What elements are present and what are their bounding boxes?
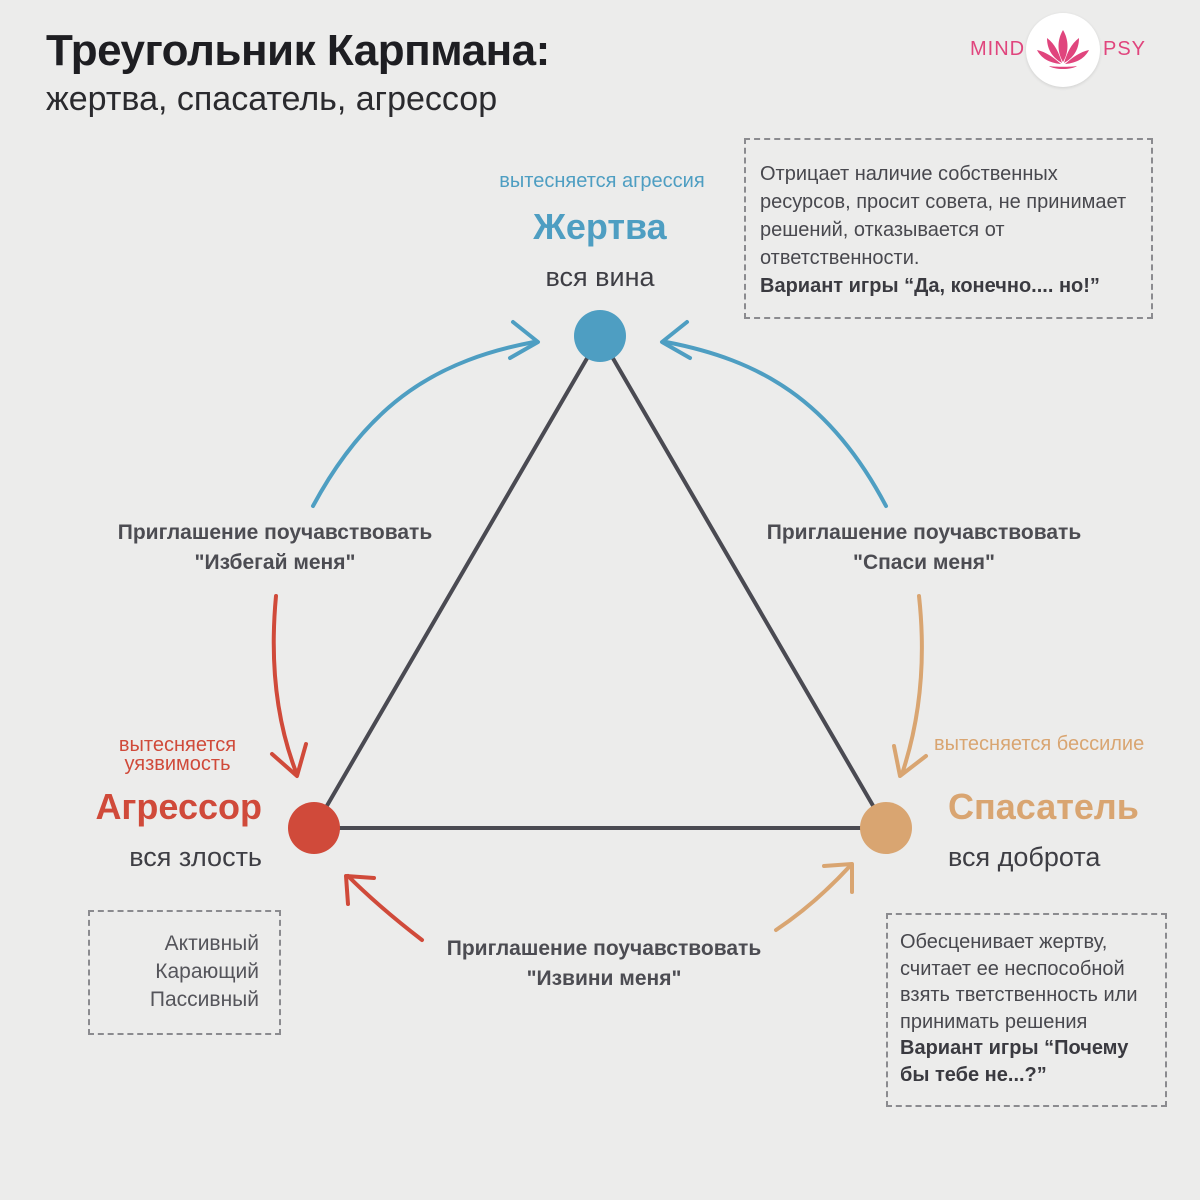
aggressor-suppressed-label: вытесняется уязвимость — [110, 734, 245, 775]
invitation-left-line1: Приглашение поучавствовать — [117, 521, 433, 544]
victim-suppressed-label: вытесняется агрессия — [499, 170, 705, 192]
aggressor-type-item: Карающий — [155, 960, 259, 983]
rescuer-suppressed-label: вытесняется бессилие — [934, 733, 1145, 755]
aggressor-type-item: Активный — [164, 932, 259, 955]
page-subtitle: жертва, спасатель, агрессор — [46, 80, 498, 118]
invitation-right-line1: Приглашение поучавствовать — [766, 521, 1082, 544]
arrow-to-aggressor-bottom — [346, 874, 424, 942]
victim-node — [574, 310, 626, 362]
victim-description-box: Отрицает наличие собственных ресурсов, п… — [744, 138, 1153, 319]
lotus-icon — [1037, 30, 1089, 69]
aggressor-suppressed-line2: уязвимость — [124, 753, 231, 775]
aggressor-suppressed-line1: вытесняется — [118, 734, 237, 756]
invitation-bottom: Приглашение поучавствовать "Извини меня" — [424, 934, 784, 994]
page-title: Треугольник Карпмана: — [46, 26, 550, 75]
invitation-left-line2: "Избегай меня" — [194, 551, 356, 574]
karpman-triangle — [312, 334, 888, 830]
arrowhead-to-rescuer-bottom — [822, 862, 854, 894]
arrow-to-rescuer-bottom — [774, 864, 852, 932]
arrowhead-to-aggressor-bottom — [344, 874, 376, 906]
arrowhead-to-rescuer-top — [892, 744, 928, 778]
victim-game-variant: Вариант игры “Да, конечно.... но!” — [760, 275, 1100, 297]
victim-role-name: Жертва — [533, 206, 667, 247]
arrow-to-aggressor-top — [271, 594, 298, 774]
aggressor-node — [288, 802, 340, 854]
aggressor-type-item: Пассивный — [149, 988, 259, 1011]
logo-text-psy: PSY — [1103, 38, 1147, 60]
rescuer-role-sub: вся доброта — [948, 842, 1101, 872]
arrowhead-to-victim-right — [660, 320, 692, 360]
rescuer-description-text: Обесценивает жертву, считает ее неспособ… — [900, 931, 1138, 1033]
invitation-right: Приглашение поучавствовать "Спаси меня" — [744, 518, 1104, 578]
aggressor-role-sub: вся злость — [129, 842, 262, 872]
arrowhead-to-victim-left — [508, 320, 540, 360]
arrow-to-victim-left — [311, 340, 536, 508]
logo-badge — [1026, 13, 1100, 87]
invitation-left: Приглашение поучавствовать "Избегай меня… — [95, 518, 455, 578]
aggressor-types-box: Активный Карающий Пассивный — [88, 910, 281, 1035]
arrowhead-to-aggressor-top — [270, 742, 308, 778]
rescuer-game-variant: Вариант игры “Почему бы тебе не...?” — [900, 1037, 1129, 1086]
victim-role-sub: вся вина — [545, 262, 655, 292]
invitation-bottom-line2: "Извини меня" — [526, 967, 682, 990]
invitation-bottom-line1: Приглашение поучавствовать — [446, 937, 762, 960]
arrow-to-rescuer-top — [900, 594, 924, 776]
aggressor-role-name: Агрессор — [95, 786, 262, 827]
rescuer-node — [860, 802, 912, 854]
logo-text-mind: MIND — [970, 38, 1026, 60]
rescuer-role-name: Спасатель — [948, 786, 1139, 827]
victim-description-text: Отрицает наличие собственных ресурсов, п… — [760, 163, 1127, 269]
rescuer-description-box: Обесценивает жертву, считает ее неспособ… — [886, 913, 1167, 1107]
invitation-right-line2: "Спаси меня" — [852, 551, 996, 574]
arrow-to-victim-right — [664, 340, 888, 508]
